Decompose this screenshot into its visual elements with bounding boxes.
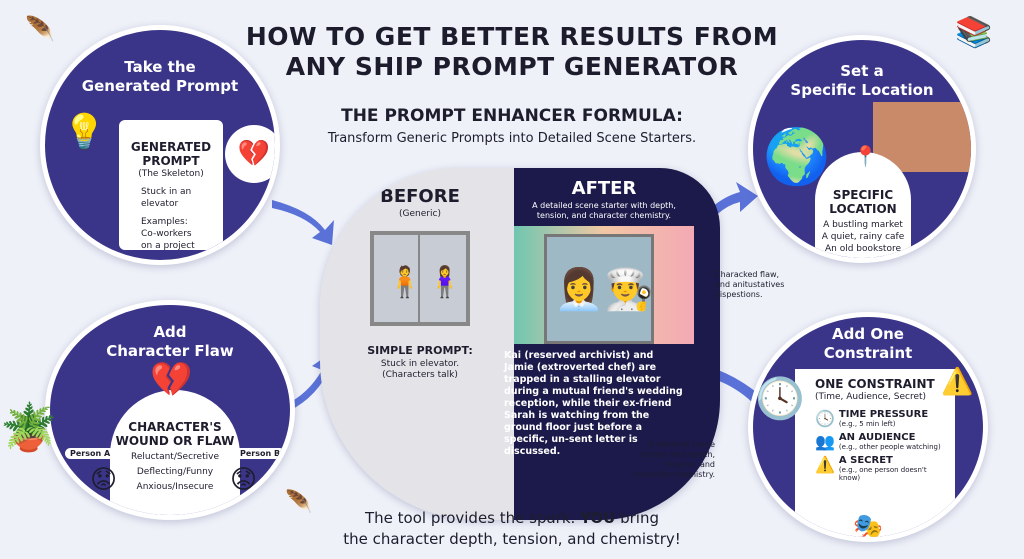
before-title: BEFORE [380,186,460,207]
elevator-door-divider [418,235,420,322]
location-pin-icon: 📍 [853,144,878,168]
simple-prompt-text: Stuck in elevator. [380,359,460,369]
warning-icon: ⚠️ [941,367,974,397]
flaw-card: CHARACTER'S WOUND OR FLAW Reluctant/Secr… [115,420,235,492]
clock-icon: 🕓 [755,376,805,422]
person-a-avatar: 😟 [90,465,118,495]
feather-icon: 🪶 [285,490,313,515]
simple-prompt-label: SIMPLE PROMPT: [367,344,473,357]
person-b-avatar: 😟 [230,465,258,495]
after-subtitle-line1: A detailed scene starter with depth, [532,201,676,210]
constraint-item: ⚠️A SECRET(e.g., one person doesn't know… [815,455,927,482]
plant-icon: 🪴 [0,400,58,454]
elevator-illustration: 🧍🧍‍♀️ [370,231,470,326]
annotation-scene: A detailed scene starter with depth, ten… [633,440,715,479]
arrow-step1-to-center [272,200,334,245]
elevator-frame [544,234,654,344]
people-icon: 👥 [815,432,835,451]
location-card: 📍 SPECIFIC LOCATION A bustling market A … [815,144,911,258]
constraint-item: 🕓TIME PRESSURE(e.g., 5 min left) [815,409,929,428]
books-icon: 📚 [955,15,993,50]
before-panel: BEFORE (Generic) 🧍🧍‍♀️ SIMPLE PROMPT: St… [320,168,520,520]
generated-prompt-card: GENERATED PROMPT (The Skeleton) Stuck in… [119,120,223,251]
broken-heart-icon: 💔 [150,360,193,400]
broken-heart-gear-icon: 💔 [225,125,275,183]
simple-prompt-note: (Characters talk) [382,370,458,380]
clock-icon: 🕓 [815,409,835,428]
before-after-panel: BEFORE (Generic) 🧍🧍‍♀️ SIMPLE PROMPT: St… [320,168,720,520]
lightbulb-icon: 💡 [63,112,106,152]
after-panel: AFTER A detailed scene starter with dept… [504,168,720,520]
mask-icon: 🎭 [853,512,883,540]
formula-subheading: Transform Generic Prompts into Detailed … [327,131,697,146]
after-subtitle-line2: tension, and character chemistry. [536,211,672,220]
globe-icon: 🌍 [763,125,831,188]
before-subtitle: (Generic) [399,209,441,219]
person-a-label: Person A [65,448,116,459]
feather-icon: 🪶 [25,15,55,43]
footer-tagline: The tool provides the spark. YOU bring t… [343,509,681,548]
archivist-icon: 👩‍💼 [554,267,604,313]
constraint-card: ONE CONSTRAINT (Time, Audience, Secret) … [795,369,955,537]
man-icon: 🧍 [386,265,424,300]
formula-heading: THE PROMPT ENHANCER FORMULA: [341,106,683,126]
chef-icon: 👨‍🍳 [604,267,654,313]
flaw-card-background [110,390,240,515]
enhanced-prompt-text: Kai (reserved archivist) and Jamie (extr… [504,350,683,457]
constraint-item: 👥AN AUDIENCE(e.g., other people watching… [815,432,941,451]
warning-icon: ⚠️ [815,455,835,474]
after-elevator-illustration: 👩‍💼👨‍🍳 [514,226,694,344]
after-title: AFTER [571,178,637,199]
annotation-flaw: Characked flaw, and anitustatives eispes… [715,270,785,299]
woman-icon: 🧍‍♀️ [426,265,464,300]
person-b-label: Person B [235,448,286,459]
